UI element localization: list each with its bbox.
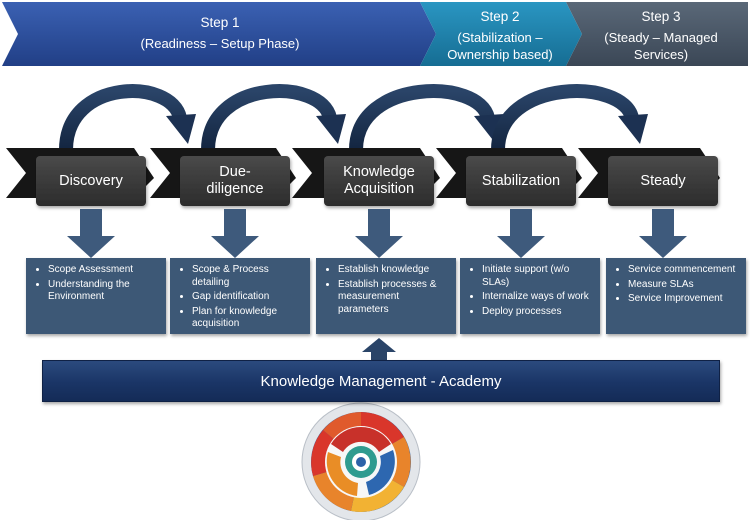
phase-label-steady: Steady [640, 172, 686, 189]
arc-4-head [618, 114, 648, 144]
arc-2 [201, 84, 337, 151]
phase-label-knowledge-acquisition: Knowledge Acquisition [343, 164, 415, 197]
step3-banner [566, 2, 748, 66]
desc-item: Scope Assessment [48, 264, 160, 277]
step-3-text: Step 3 (Steady – Managed Services) [586, 8, 736, 63]
phase-box-2 [180, 156, 290, 206]
desc-item: Service commencement [628, 264, 740, 277]
desc-box-knowledge-acquisition: Establish knowledge Establish processes … [316, 258, 456, 334]
desc-item: Initiate support (w/o SLAs) [482, 264, 594, 289]
phase-label-due-diligence: Due-diligence [206, 164, 264, 197]
down-arrows [67, 209, 687, 258]
phase-label-stabilization: Stabilization [481, 172, 561, 189]
phase-boxes [36, 156, 718, 206]
up-arrow [362, 338, 396, 360]
desc-item: Establish processes & measurement parame… [338, 279, 450, 317]
knowledge-management-bar: Knowledge Management - Academy [42, 360, 720, 402]
desc-box-stabilization: Initiate support (w/o SLAs) Internalize … [460, 258, 600, 334]
phase-box-3 [324, 156, 434, 206]
desc-box-due-diligence: Scope & Process detailing Gap identifica… [170, 258, 310, 334]
step-1-subtitle: (Readiness – Setup Phase) [140, 36, 300, 51]
desc-item: Internalize ways of work [482, 291, 594, 304]
arc-3 [349, 84, 495, 151]
desc-item: Understanding the Environment [48, 279, 160, 304]
step-3-subtitle: (Steady – Managed Services) [604, 30, 718, 62]
arc-4 [491, 84, 639, 151]
desc-item: Measure SLAs [628, 279, 740, 292]
arc-1-head [166, 114, 196, 144]
desc-item: Establish knowledge [338, 264, 450, 277]
arc-2-head [316, 114, 346, 144]
transition-arcs [59, 84, 648, 151]
phase-box-4 [466, 156, 576, 206]
down-arrow-4 [497, 209, 545, 258]
down-arrow-5 [639, 209, 687, 258]
arc-1 [59, 84, 187, 151]
step-1-text: Step 1 (Readiness – Setup Phase) [40, 14, 400, 52]
step1-banner [2, 2, 436, 66]
desc-item: Gap identification [192, 291, 304, 304]
phase-box-1 [36, 156, 146, 206]
service-lifecycle-emblem [301, 402, 421, 520]
desc-item: Service Improvement [628, 293, 740, 306]
step-2-title: Step 2 [480, 9, 520, 24]
down-arrow-1 [67, 209, 115, 258]
down-arrow-3 [355, 209, 403, 258]
desc-item: Plan for knowledge acquisition [192, 306, 304, 331]
step-3-title: Step 3 [641, 9, 681, 24]
phase-box-5 [608, 156, 718, 206]
step-1-title: Step 1 [200, 15, 240, 30]
desc-item: Deploy processes [482, 306, 594, 319]
desc-box-steady: Service commencement Measure SLAs Servic… [606, 258, 746, 334]
desc-item: Scope & Process detailing [192, 264, 304, 289]
step-2-subtitle: (Stabilization – Ownership based) [447, 30, 553, 62]
step2-banner [420, 2, 582, 66]
desc-box-discovery: Scope Assessment Understanding the Envir… [26, 258, 166, 334]
down-arrow-2 [211, 209, 259, 258]
step-2-text: Step 2 (Stabilization – Ownership based) [436, 8, 564, 63]
phase-label-discovery: Discovery [59, 172, 123, 189]
